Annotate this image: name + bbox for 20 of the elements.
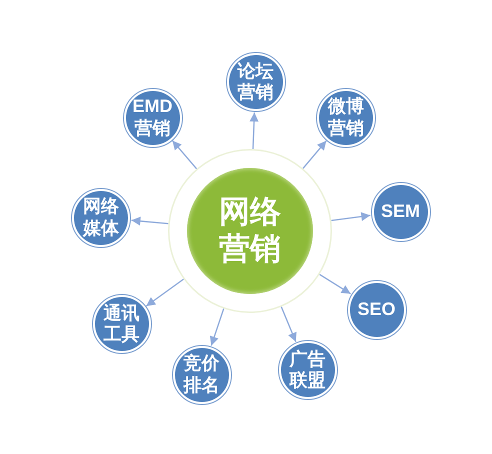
arrow — [210, 308, 224, 346]
arrow — [172, 140, 198, 170]
topic-label: 论坛营销 — [236, 60, 274, 104]
arrow — [146, 278, 184, 307]
arrow — [319, 274, 351, 294]
topic-label: 通讯工具 — [102, 302, 140, 346]
topic-label: SEM — [380, 200, 421, 222]
topic-label: 微博营销 — [326, 96, 365, 139]
arrow — [131, 216, 168, 226]
topic-label: 广告联盟 — [288, 348, 326, 392]
arrow — [280, 306, 297, 342]
arrow — [331, 212, 370, 222]
arrow — [302, 140, 327, 169]
topic-label: 网络媒体 — [82, 196, 120, 239]
hub-label: 网络营销 — [218, 194, 282, 268]
topic-label: 竞价排名 — [182, 353, 220, 396]
topic-label: EMD营销 — [132, 96, 174, 139]
topic-label: SEO — [356, 299, 396, 321]
arrow — [250, 112, 259, 150]
halo-ring — [168, 149, 332, 313]
